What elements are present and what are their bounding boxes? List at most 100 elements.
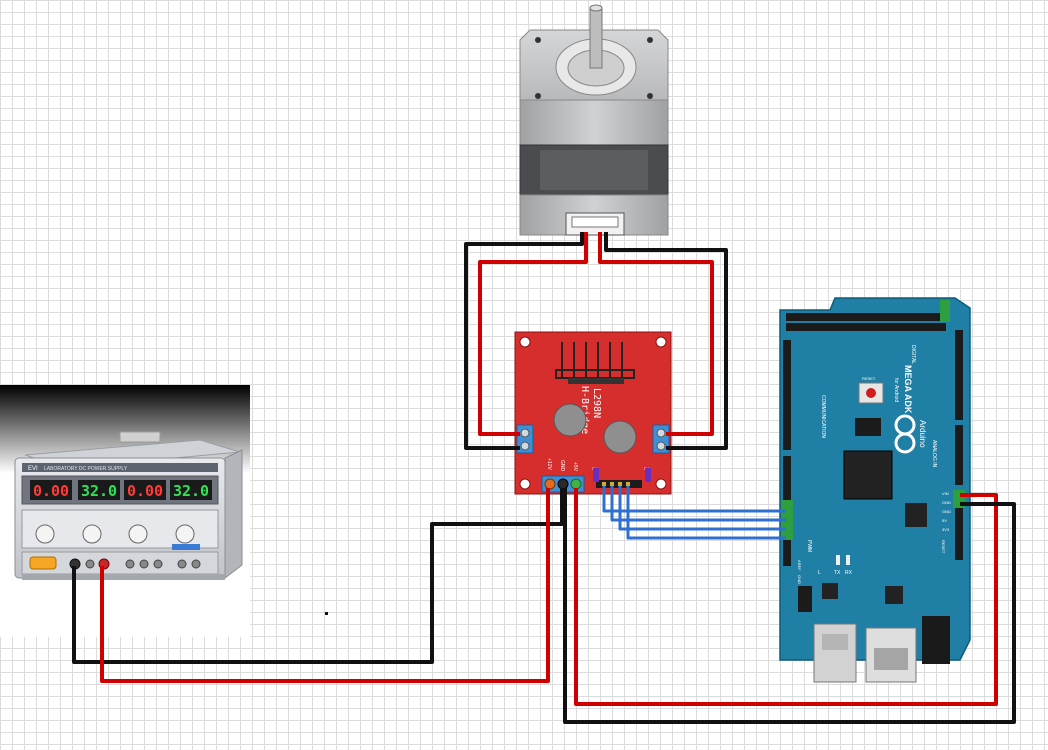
- psu-terminal-2b[interactable]: [139, 559, 149, 569]
- arduino-reset2-label: RESET: [941, 540, 946, 554]
- psu-blue-button[interactable]: [172, 544, 200, 550]
- psu-terminal-3b[interactable]: [191, 559, 201, 569]
- arduino-digital-label: DIGITAL: [910, 345, 916, 364]
- stepper-motor[interactable]: [519, 4, 669, 236]
- wire-psu-ground[interactable]: [72, 488, 564, 664]
- arduino-top-right-pins: [940, 300, 950, 322]
- motor-body-panel: [540, 150, 648, 190]
- h-bridge-terminal-out2-screw-b: [656, 441, 666, 451]
- psu-terminal-2a[interactable]: [125, 559, 135, 569]
- wire-hbridge-5v-to-vin[interactable]: [574, 488, 998, 706]
- psu-terminal-3a[interactable]: [177, 559, 187, 569]
- arduino-usb-a-inner: [874, 648, 908, 670]
- arduino-usb-b-inner: [822, 634, 848, 650]
- arduino-tx-label: TX: [834, 570, 841, 576]
- h-bridge-capacitor-2: [603, 420, 637, 454]
- arduino-usb-b-port[interactable]: [813, 623, 857, 683]
- psu-display-right-voltage: 32.0: [173, 482, 209, 500]
- lab-power-supply[interactable]: EVI LABORATORY DC POWER SUPPLY 0.00 32.0…: [0, 385, 250, 637]
- arduino-left-header[interactable]: [783, 340, 791, 450]
- psu-brand-strip: [22, 463, 218, 472]
- arduino-mega-adk[interactable]: DIGITAL COMMUNICATION PWM ANALOG IN VIN …: [779, 297, 971, 683]
- arduino-reset-button-cap: [866, 388, 876, 398]
- arduino-digital-header-top-2[interactable]: [786, 323, 946, 331]
- arduino-dc-jack[interactable]: [922, 616, 950, 664]
- h-bridge-terminal-out2-screw-a: [656, 428, 666, 438]
- h-bridge-label-12v: +12V: [546, 458, 552, 470]
- psu-power-button[interactable]: [29, 556, 57, 570]
- h-bridge-in2-pin: [610, 482, 614, 486]
- arduino-reset-label: RESET: [862, 376, 876, 381]
- psu-handle: [119, 431, 161, 443]
- psu-brand: EVI: [28, 466, 38, 472]
- h-bridge-in4-pin: [626, 482, 630, 486]
- psu-display-left-voltage: 32.0: [81, 482, 117, 500]
- psu-knob-4[interactable]: [175, 524, 195, 544]
- wire-hbridge-gnd-to-arduino-gnd[interactable]: [563, 488, 1016, 724]
- wire-signal-in2[interactable]: [610, 486, 786, 522]
- arduino-model: MEGA ADK: [903, 365, 913, 414]
- arduino-pwm-label: PWM: [806, 540, 812, 552]
- arduino-power-header[interactable]: [955, 490, 963, 560]
- arduino-small-chip-2: [885, 586, 903, 604]
- arduino-brand: Arduino: [918, 420, 927, 448]
- motor-screw-2: [647, 37, 653, 43]
- motor-screw-1: [535, 37, 541, 43]
- motor-screw-3: [535, 93, 541, 99]
- arduino-rx-led: [846, 555, 850, 565]
- psu-feet: [22, 574, 225, 580]
- arduino-gnd2-label: GND: [942, 500, 951, 505]
- arduino-gnd3-label: GND: [942, 509, 951, 514]
- motor-connector-pins: [571, 216, 619, 228]
- wire-signal-in3[interactable]: [618, 486, 786, 531]
- h-bridge-board: [514, 331, 672, 495]
- h-bridge-5v-screw: [570, 478, 582, 490]
- h-bridge-chip-label-1: L298N: [591, 388, 602, 418]
- arduino-sub: for Android: [893, 378, 899, 402]
- h-bridge-hole-3: [519, 478, 531, 490]
- arduino-analog-label: ANALOG IN: [931, 440, 937, 468]
- arduino-analog-header-2[interactable]: [955, 425, 963, 485]
- h-bridge-hole-4: [655, 478, 667, 490]
- psu-terminal-2c[interactable]: [153, 559, 163, 569]
- arduino-3v3-label: 3V3: [942, 527, 950, 532]
- h-bridge-chip-label-2: H-Bridge: [579, 386, 590, 434]
- h-bridge-label-gnd: GND: [559, 460, 565, 472]
- psu-knob-2[interactable]: [82, 524, 102, 544]
- psu-terminal-ground[interactable]: [85, 559, 95, 569]
- h-bridge-jumper-left[interactable]: [593, 468, 599, 482]
- h-bridge-hole-2: [655, 336, 667, 348]
- psu-display-4-bg: [170, 480, 212, 500]
- wire-motor-coil-b-black[interactable]: [604, 232, 728, 450]
- psu-side: [224, 449, 243, 580]
- wire-signal-in4[interactable]: [626, 486, 786, 540]
- wire-motor-coil-a-black[interactable]: [464, 232, 584, 450]
- h-bridge-in1-pin: [602, 482, 606, 486]
- psu-display-left-current: 0.00: [33, 482, 69, 500]
- wire-signal-in1[interactable]: [602, 486, 786, 513]
- h-bridge-jumper-right[interactable]: [645, 468, 651, 482]
- psu-knob-3[interactable]: [128, 524, 148, 544]
- stray-dot: [325, 612, 328, 615]
- h-bridge-heatsink: [555, 342, 635, 384]
- psu-display-1-bg: [30, 480, 72, 500]
- wire-motor-coil-a-red[interactable]: [478, 232, 588, 436]
- arduino-icsp-header: [855, 418, 881, 436]
- l298n-h-bridge[interactable]: L298N H-Bridge +12V GND +5V 5V+ 5V+: [514, 331, 672, 495]
- psu-knob-1[interactable]: [35, 524, 55, 544]
- psu-display-3-bg: [124, 480, 166, 500]
- arduino-aref-label: AREF: [797, 560, 802, 571]
- h-bridge-hole-1: [519, 336, 531, 348]
- arduino-tx-led: [836, 555, 840, 565]
- motor-front-cap: [519, 99, 669, 146]
- arduino-analog-header[interactable]: [955, 330, 963, 420]
- arduino-communication-label: COMMUNICATION: [820, 395, 826, 438]
- h-bridge-terminal-out1-screw-b: [520, 441, 530, 451]
- arduino-gnd-label: GND: [797, 575, 802, 584]
- psu-model-text: LABORATORY DC POWER SUPPLY: [44, 466, 128, 472]
- arduino-digital-header-top[interactable]: [786, 313, 946, 321]
- h-bridge-12v-screw: [544, 478, 556, 490]
- wire-motor-coil-b-red[interactable]: [598, 232, 714, 436]
- wire-psu-12v[interactable]: [100, 488, 550, 683]
- h-bridge-gnd-screw: [557, 478, 569, 490]
